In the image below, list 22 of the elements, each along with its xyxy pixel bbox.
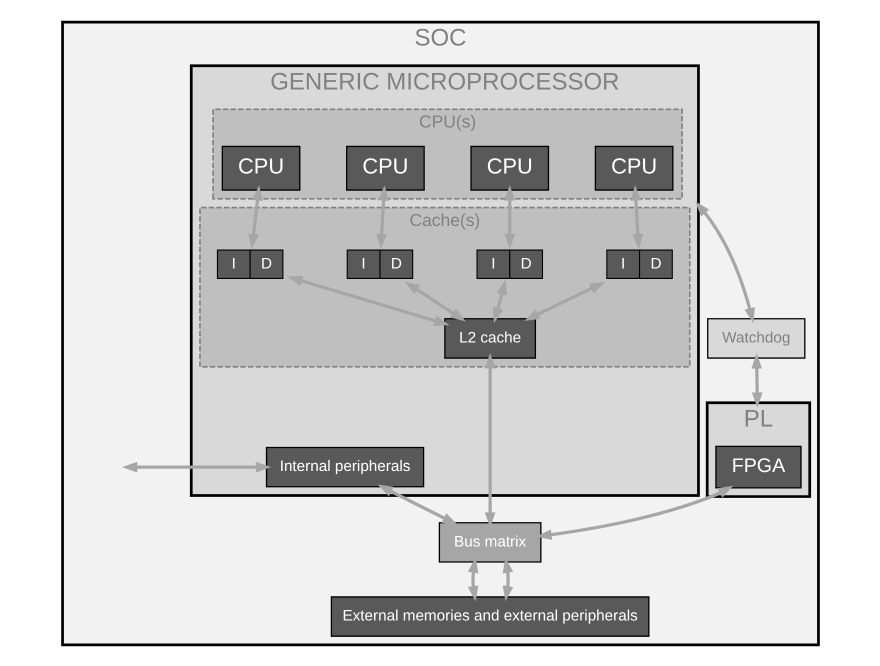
arrow bbox=[248, 184, 262, 249]
arrow bbox=[492, 278, 507, 323]
node-box: CPU bbox=[221, 145, 300, 190]
arrow bbox=[121, 461, 271, 472]
node-box: CPU bbox=[594, 145, 673, 190]
arrow bbox=[376, 184, 388, 249]
arrow bbox=[286, 275, 449, 326]
node-box: Watchdog bbox=[706, 318, 805, 358]
node-box: CPU bbox=[346, 145, 424, 190]
arrow bbox=[404, 280, 466, 321]
arrow bbox=[504, 184, 515, 249]
arrow bbox=[694, 200, 754, 323]
arrow bbox=[750, 352, 762, 408]
arrow bbox=[377, 484, 458, 524]
node-box: Bus matrix bbox=[438, 522, 541, 562]
node-box: Internal peripherals bbox=[265, 446, 424, 487]
node-box: External memories and external peripherals bbox=[330, 596, 649, 636]
arrow bbox=[524, 281, 605, 320]
node-box: CPU bbox=[470, 145, 549, 190]
arrow bbox=[630, 184, 643, 249]
node-box: FPGA bbox=[714, 445, 802, 488]
node-box: L2 cache bbox=[444, 318, 536, 358]
